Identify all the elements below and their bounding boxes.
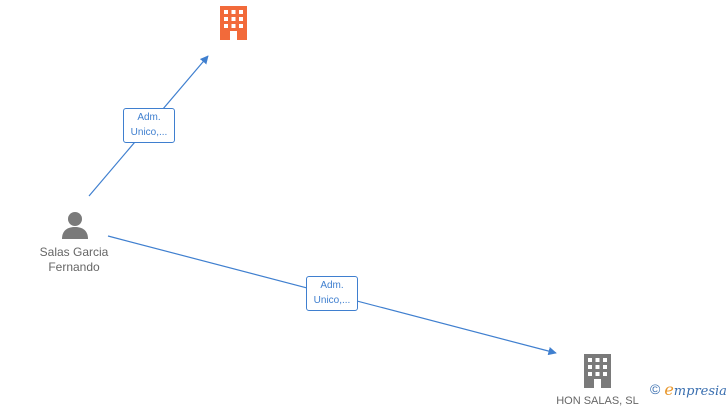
- brand-rest: mpresia: [673, 383, 727, 399]
- brand-name: empresia: [664, 380, 727, 399]
- building-icon[interactable]: [582, 354, 613, 388]
- copyright-icon: ©: [650, 381, 661, 397]
- edge-label-bottom-line1: Adm.: [320, 280, 344, 291]
- empresia-logo: © empresia: [650, 378, 727, 400]
- edge-label-top-line2: Unico,...: [130, 127, 168, 138]
- edge-label-bottom[interactable]: Adm. Unico,...: [306, 276, 358, 311]
- person-name[interactable]: Salas Garcia Fernando: [29, 245, 119, 275]
- person-icon[interactable]: [60, 210, 90, 240]
- edge-label-bottom-line2: Unico,...: [313, 295, 351, 306]
- edge-label-top-line1: Adm.: [137, 112, 161, 123]
- building-icon[interactable]: [218, 6, 249, 40]
- brand-initial: e: [664, 379, 674, 399]
- relationship-graph: [88, 55, 557, 356]
- person-name-line1: Salas Garcia: [39, 245, 109, 259]
- person-name-line2: Fernando: [48, 260, 100, 274]
- edge-label-top[interactable]: Adm. Unico,...: [123, 108, 175, 143]
- company-name-bottom[interactable]: HON SALAS, SL: [556, 395, 639, 407]
